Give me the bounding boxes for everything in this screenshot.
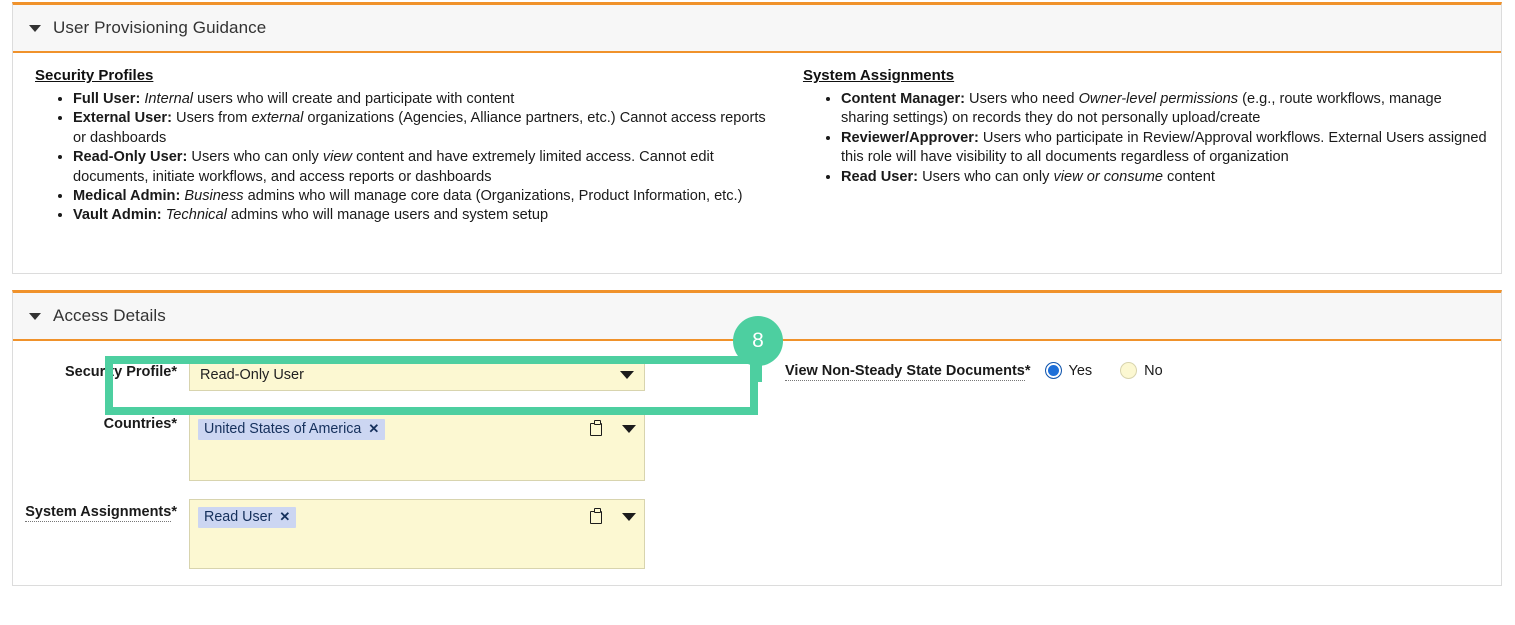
chip-label: United States of America — [204, 421, 362, 437]
chip-country[interactable]: United States of America ✕ — [198, 419, 386, 440]
chip-remove-icon[interactable]: ✕ — [279, 509, 291, 524]
collapse-chevron-down-icon[interactable] — [29, 312, 41, 320]
list-item: External User: Users from external organ… — [73, 109, 779, 148]
list-item-text: Users from — [171, 110, 252, 127]
field-system-assignments: System Assignments* Read User ✕ — [13, 499, 645, 569]
access-details-section-title: Access Details — [53, 306, 166, 325]
chevron-down-icon[interactable] — [622, 424, 636, 433]
list-item-text: admins who will manage core data (Organi… — [243, 188, 743, 205]
security-profile-label: Security Profile* — [64, 364, 177, 380]
list-item: Reviewer/Approver: Users who participate… — [841, 129, 1487, 168]
field-view-non-steady-state-documents: View Non-Steady State Documents* Yes No — [785, 362, 1191, 381]
security-profile-value: Read-Only User — [200, 367, 304, 383]
countries-label: Countries* — [103, 416, 177, 432]
list-item-emphasis: Internal — [144, 91, 194, 107]
list-item: Read-Only User: Users who can only view … — [73, 148, 779, 187]
list-item-term: Full User: — [73, 91, 141, 107]
list-item-text: users who will create and participate wi… — [193, 91, 515, 107]
list-item-emphasis: Technical — [165, 207, 227, 224]
radio-yes-label: Yes — [1068, 362, 1093, 379]
security-profile-select[interactable]: Read-Only User — [189, 359, 645, 391]
list-item-emphasis: view — [322, 149, 353, 166]
radio-no-icon[interactable] — [1120, 362, 1138, 379]
field-security-profile: Security Profile* Read-Only User — [13, 359, 645, 391]
clipboard-icon[interactable] — [590, 508, 604, 525]
list-item-emphasis: Owner-level permissions — [1078, 91, 1239, 107]
radio-option-no[interactable]: No — [1120, 362, 1163, 379]
list-item-emphasis: view or consume — [1053, 168, 1163, 185]
list-item-term: Read-Only User: — [73, 149, 188, 166]
security-profiles-list: Full User: Internal users who will creat… — [35, 90, 779, 226]
view-non-steady-state-documents-label: View Non-Steady State Documents* — [785, 362, 1031, 381]
list-item-term: External User: — [73, 110, 172, 127]
system-assignments-field-icons — [590, 508, 636, 525]
list-item-text: (e.g., route workflows, manage sharing s… — [840, 91, 1442, 127]
page-root: User Provisioning Guidance Security Prof… — [0, 0, 1515, 598]
list-item-term: Reviewer/Approver: — [840, 129, 979, 146]
radio-yes-icon[interactable] — [1044, 362, 1062, 379]
chip-system-assignment[interactable]: Read User ✕ — [198, 507, 297, 528]
security-profiles-column: Security Profiles Full User: Internal us… — [13, 67, 795, 226]
collapse-chevron-down-icon[interactable] — [29, 24, 41, 32]
guidance-section-header[interactable]: User Provisioning Guidance — [13, 5, 1501, 53]
list-item-term: Content Manager: — [840, 91, 965, 107]
system-assignments-list: Content Manager: Users who need Owner-le… — [803, 90, 1487, 187]
user-provisioning-guidance-card: User Provisioning Guidance Security Prof… — [12, 2, 1502, 274]
guidance-body: Security Profiles Full User: Internal us… — [13, 53, 1501, 244]
list-item-text: content and have extremely limited acces… — [73, 149, 714, 185]
system-assignments-multiselect[interactable]: Read User ✕ — [189, 499, 645, 569]
list-item: Content Manager: Users who need Owner-le… — [841, 90, 1487, 129]
list-item: Full User: Internal users who will creat… — [73, 90, 779, 109]
list-item: Medical Admin: Business admins who will … — [73, 187, 779, 206]
countries-multiselect[interactable]: United States of America ✕ — [189, 411, 645, 481]
radio-no-label: No — [1144, 362, 1163, 379]
list-item-text: admins who will manage users and system … — [226, 207, 549, 224]
clipboard-icon[interactable] — [590, 420, 604, 437]
list-item-text: Users who can only — [187, 149, 323, 166]
list-item: Vault Admin: Technical admins who will m… — [73, 206, 779, 225]
chip-remove-icon[interactable]: ✕ — [368, 421, 380, 436]
list-item-text: Users who need — [965, 91, 1079, 107]
callout-step-number: 8 — [752, 329, 764, 352]
field-countries: Countries* United States of America ✕ — [13, 411, 645, 481]
list-item-text: organizations (Agencies, Alliance partne… — [73, 110, 766, 146]
chevron-down-icon[interactable] — [620, 371, 634, 379]
system-assignments-column: System Assignments Content Manager: User… — [795, 67, 1501, 226]
system-assignments-label: System Assignments* — [25, 504, 177, 522]
list-item-term: Vault Admin: — [73, 207, 162, 224]
list-item-emphasis: Business — [184, 188, 244, 205]
guidance-section-title: User Provisioning Guidance — [53, 18, 267, 37]
radio-option-yes[interactable]: Yes — [1044, 362, 1093, 379]
system-assignments-heading: System Assignments — [802, 67, 955, 84]
chip-label: Read User — [204, 509, 273, 525]
security-profiles-heading: Security Profiles — [35, 67, 154, 84]
list-item-term: Medical Admin: — [73, 188, 181, 205]
list-item-term: Read User: — [840, 168, 919, 185]
callout-step-badge: 8 — [733, 316, 783, 366]
list-item-text: Users who can only — [918, 168, 1054, 185]
list-item-text: content — [1162, 168, 1215, 185]
chevron-down-icon[interactable] — [622, 512, 636, 521]
access-details-form: Security Profile* Read-Only User Countri… — [13, 341, 1501, 625]
list-item: Read User: Users who can only view or co… — [841, 168, 1487, 187]
list-item-text: Users who participate in Review/Approval… — [840, 129, 1487, 166]
list-item-emphasis: external — [251, 110, 304, 127]
countries-field-icons — [590, 420, 636, 437]
